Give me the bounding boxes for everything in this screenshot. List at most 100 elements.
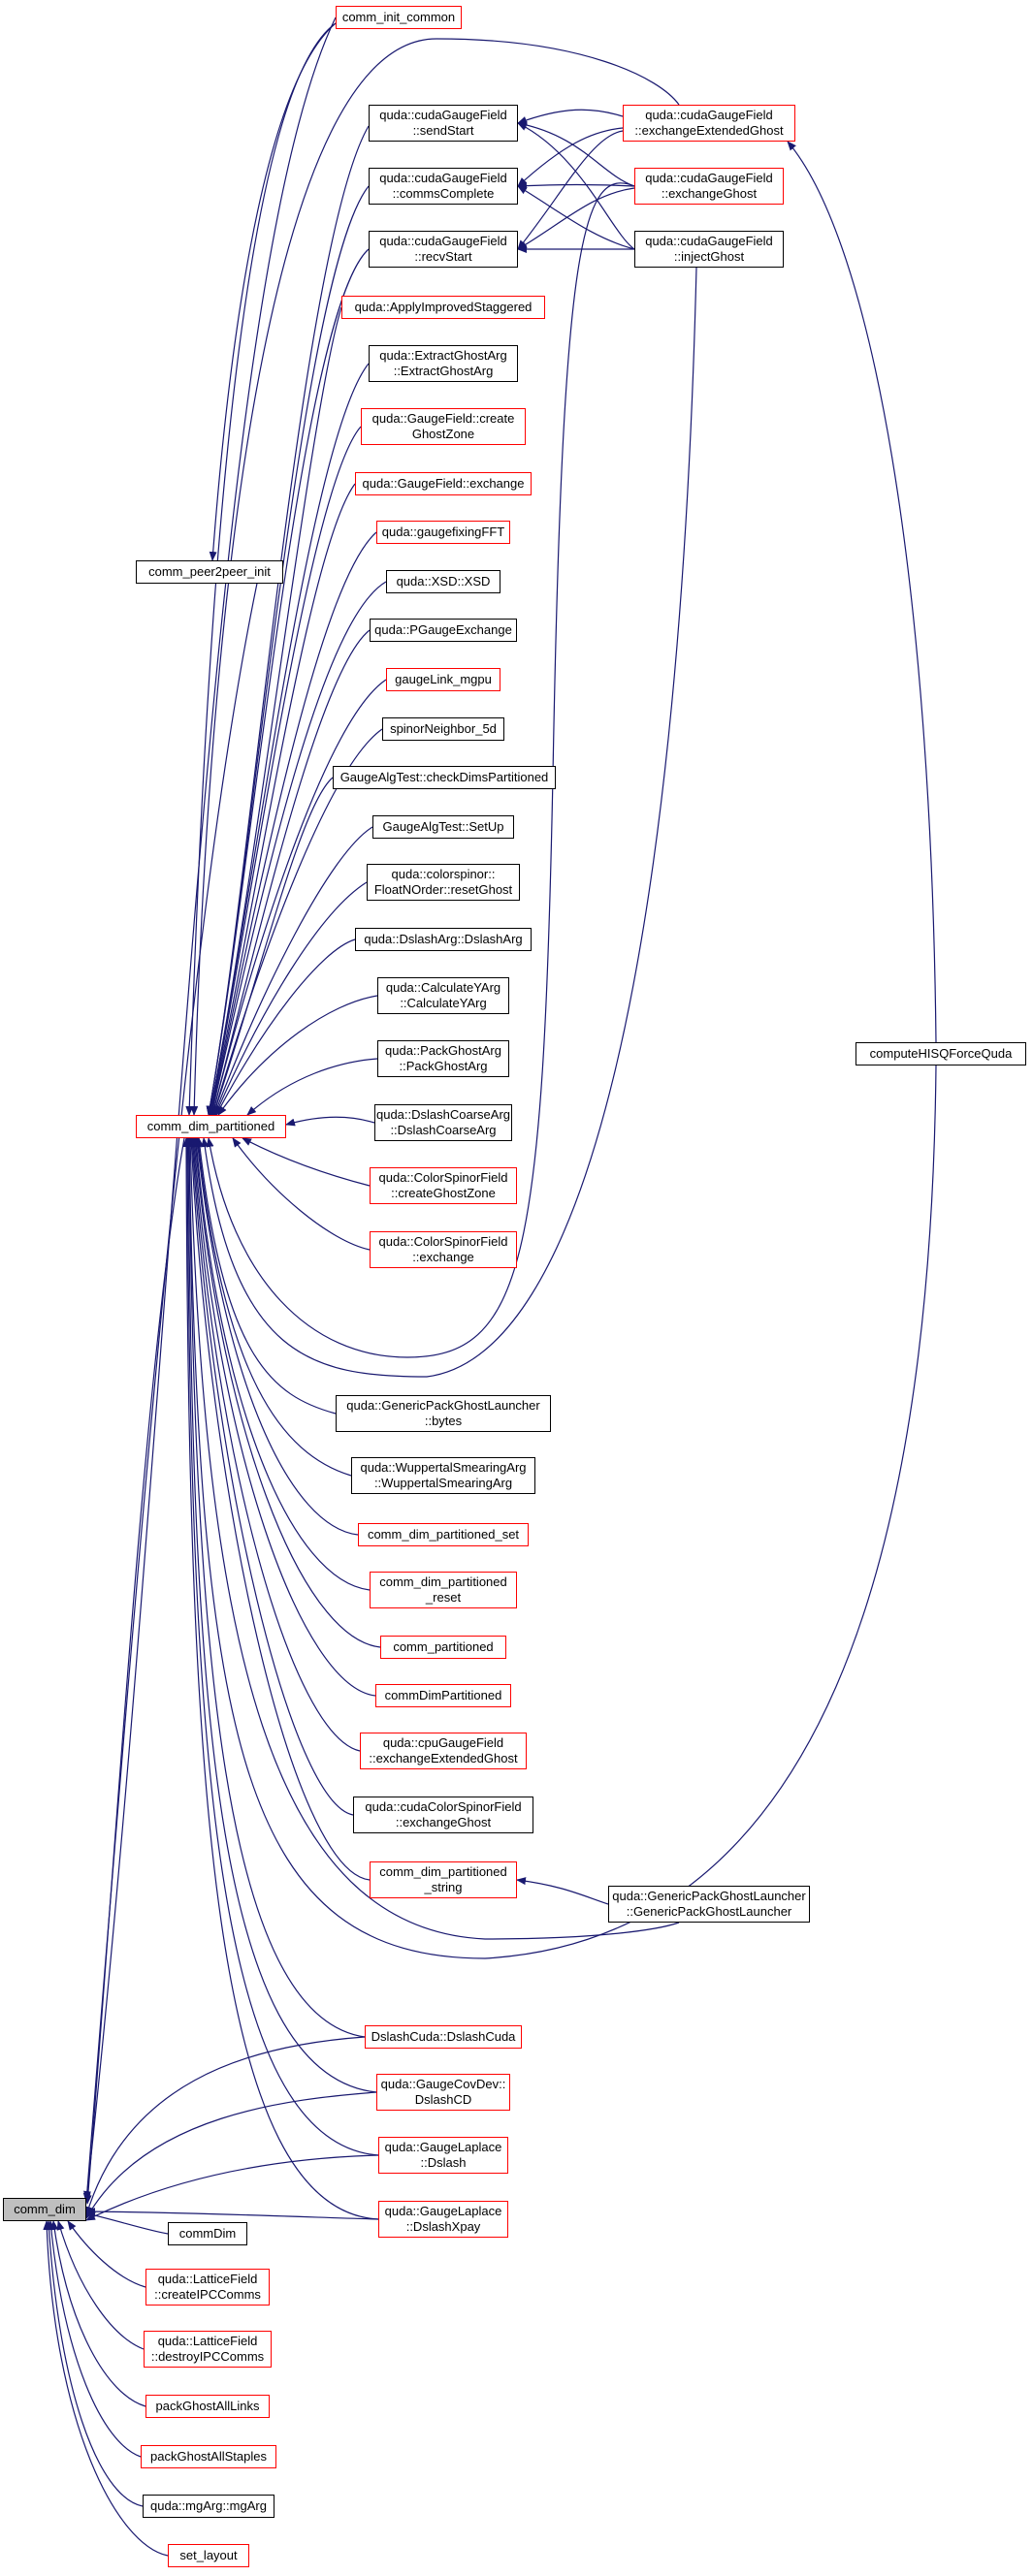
node-commdim[interactable]: commDim: [168, 2222, 247, 2245]
node-label: GaugeAlgTest::SetUp: [382, 819, 504, 834]
edge-comm-init-common-to-comm-dim: [83, 16, 337, 2201]
edge-dslashcuda-to-cdp: [185, 1137, 366, 2038]
node-label-line-2: _string: [424, 1880, 463, 1894]
edge-gpgl-ctor-to-cdpstring: [516, 1877, 609, 1905]
edge-gf-exchange-to-cdp: [208, 483, 356, 1116]
node-cudacolorspinorfield-exchangeghost[interactable]: quda::cudaColorSpinorField ::exchangeGho…: [353, 1797, 533, 1833]
node-extractghostarg[interactable]: quda::ExtractGhostArg ::ExtractGhostArg: [369, 345, 518, 382]
node-wuppertalsmearingarg[interactable]: quda::WuppertalSmearingArg ::WuppertalSm…: [351, 1457, 535, 1494]
node-label-line-2: ::PackGhostArg: [399, 1059, 488, 1073]
edge-injectghost-to-cdp: [201, 267, 697, 1378]
node-label-line-1: quda::cudaColorSpinorField: [365, 1799, 522, 1814]
node-label-line-2: ::exchange: [412, 1250, 474, 1264]
node-dslashcoarsearg[interactable]: quda::DslashCoarseArg ::DslashCoarseArg: [374, 1104, 512, 1141]
node-comm-init-common[interactable]: comm_init_common: [336, 6, 462, 29]
node-label-line-2: ::sendStart: [412, 123, 474, 138]
edge-exchangeextended-to-cdp: [190, 38, 680, 1116]
node-commdimpartitioned[interactable]: commDimPartitioned: [375, 1684, 511, 1707]
node-comm-dim-partitioned-reset[interactable]: comm_dim_partitioned _reset: [370, 1572, 517, 1608]
node-label-line-2: ::recvStart: [414, 249, 472, 264]
node-gaugealgtest-setup[interactable]: GaugeAlgTest::SetUp: [372, 815, 514, 839]
edge-cudagf-exchangeghost-to-cdp: [206, 182, 635, 1358]
edge-commdim-to-comm-dim: [85, 2211, 169, 2235]
node-dslasharg[interactable]: quda::DslashArg::DslashArg: [355, 928, 532, 951]
node-genericpackghostlauncher-ctor[interactable]: quda::GenericPackGhostLauncher ::Generic…: [608, 1886, 810, 1923]
node-commscomplete[interactable]: quda::cudaGaugeField ::commsComplete: [369, 168, 518, 205]
node-gaugefield-exchange[interactable]: quda::GaugeField::exchange: [355, 472, 532, 495]
node-label-line-1: quda::LatticeField: [157, 2272, 258, 2286]
node-label: quda::PGaugeExchange: [374, 622, 512, 637]
edge-gpgl-bytes-to-cdp: [196, 1137, 337, 1415]
node-label-line-1: quda::WuppertalSmearingArg: [360, 1460, 527, 1475]
edge-wuppertal-to-cdp: [194, 1137, 352, 1477]
node-cudagaugefield-exchangeghost[interactable]: quda::cudaGaugeField ::exchangeGhost: [634, 168, 784, 205]
edge-calculateyarg-to-cdp: [217, 995, 378, 1116]
node-createipccomms[interactable]: quda::LatticeField ::createIPCComms: [145, 2269, 270, 2306]
node-cudagaugefield-injectghost[interactable]: quda::cudaGaugeField ::injectGhost: [634, 231, 784, 268]
node-gaugefixingfft[interactable]: quda::gaugefixingFFT: [376, 521, 510, 544]
node-calculateyarg[interactable]: quda::CalculateYArg ::CalculateYArg: [377, 977, 509, 1014]
node-sendstart[interactable]: quda::cudaGaugeField ::sendStart: [369, 105, 518, 142]
edge-exchangeghost-to-recvstart: [517, 187, 635, 250]
node-label-line-2: ::exchangeExtendedGhost: [634, 123, 784, 138]
node-gaugelink-mgpu[interactable]: gaugeLink_mgpu: [386, 668, 500, 691]
node-colorspinorfield-createghostzone[interactable]: quda::ColorSpinorField ::createGhostZone: [370, 1167, 517, 1204]
node-label-line-1: quda::GaugeLaplace: [384, 2140, 502, 2154]
node-label-line-2: ::exchangeGhost: [395, 1815, 492, 1829]
node-label-line-1: quda::cudaGaugeField: [379, 234, 507, 248]
node-applyimprovedstaggered[interactable]: quda::ApplyImprovedStaggered: [341, 296, 545, 319]
node-comm-partitioned[interactable]: comm_partitioned: [380, 1636, 506, 1659]
node-mgarg[interactable]: quda::mgArg::mgArg: [143, 2495, 274, 2518]
edge-cdpset-to-cdp: [193, 1137, 359, 1536]
node-destroyipccomms[interactable]: quda::LatticeField ::destroyIPCComms: [144, 2331, 272, 2368]
node-label-line-2: ::createIPCComms: [154, 2287, 261, 2302]
node-label: comm_init_common: [341, 10, 456, 24]
edge-exchangeextended-to-recvstart: [517, 130, 624, 250]
node-label-line-2: FloatNOrder::resetGhost: [373, 882, 513, 897]
edge-packghostarg-to-cdp: [246, 1058, 378, 1116]
node-gaugecovdev-dslashcd[interactable]: quda::GaugeCovDev:: DslashCD: [376, 2074, 510, 2111]
node-gaugefield-createghostzone[interactable]: quda::GaugeField::create GhostZone: [361, 408, 526, 445]
node-recvstart[interactable]: quda::cudaGaugeField ::recvStart: [369, 231, 518, 268]
node-colorspinorfield-exchange[interactable]: quda::ColorSpinorField ::exchange: [370, 1231, 517, 1268]
node-comm-peer2peer-init[interactable]: comm_peer2peer_init: [136, 560, 283, 584]
node-label-line-1: quda::ColorSpinorField: [378, 1234, 508, 1249]
node-set-layout[interactable]: set_layout: [168, 2544, 249, 2567]
node-computehisqforcequda[interactable]: computeHISQForceQuda: [855, 1042, 1026, 1065]
node-resetghost[interactable]: quda::colorspinor:: FloatNOrder::resetGh…: [367, 864, 520, 901]
edge-setlayout-to-comm-dim: [43, 2220, 169, 2557]
node-label-line-1: quda::GaugeCovDev::: [380, 2077, 506, 2091]
node-packghostallstaples[interactable]: packGhostAllStaples: [141, 2445, 276, 2468]
node-label-line-2: ::GenericPackGhostLauncher: [626, 1904, 792, 1919]
node-label-line-1: quda::GaugeField::create: [371, 411, 515, 426]
node-spinorneighbor-5d[interactable]: spinorNeighbor_5d: [382, 717, 504, 741]
node-genericpackghostlauncher-bytes[interactable]: quda::GenericPackGhostLauncher ::bytes: [336, 1395, 551, 1432]
node-packghostalllinks[interactable]: packGhostAllLinks: [145, 2395, 270, 2418]
edge-cpuexchange-to-cdp: [189, 1137, 361, 1752]
node-comm-dim-partitioned-set[interactable]: comm_dim_partitioned_set: [358, 1523, 529, 1546]
node-cudagaugefield-exchangeextendedghost[interactable]: quda::cudaGaugeField ::exchangeExtendedG…: [623, 105, 795, 142]
node-label: commDimPartitioned: [384, 1688, 502, 1702]
edge-exchangeextended-to-sendstart: [517, 109, 624, 124]
edge-gf-createghostzone-to-cdp: [208, 426, 362, 1116]
node-cpugaugefield-exchangeextendedghost[interactable]: quda::cpuGaugeField ::exchangeExtendedGh…: [360, 1733, 527, 1769]
edge-cdpreset-to-cdp: [192, 1137, 371, 1591]
node-label-line-1: comm_dim_partitioned: [379, 1574, 507, 1589]
node-label: comm_dim: [14, 2202, 76, 2216]
node-dslashcuda[interactable]: DslashCuda::DslashCuda: [365, 2025, 522, 2049]
node-gaugelaplace-dslash[interactable]: quda::GaugeLaplace ::Dslash: [378, 2137, 508, 2174]
edge-destroyipc-to-comm-dim: [56, 2220, 145, 2350]
node-pgaugeexchange[interactable]: quda::PGaugeExchange: [370, 619, 517, 642]
node-comm-dim[interactable]: comm_dim: [3, 2198, 86, 2221]
node-label-line-2: ::commsComplete: [392, 186, 495, 201]
node-gaugelaplace-dslashxpay[interactable]: quda::GaugeLaplace ::DslashXpay: [378, 2201, 508, 2238]
node-checkdimspartitioned[interactable]: GaugeAlgTest::checkDimsPartitioned: [333, 766, 556, 789]
node-comm-dim-partitioned-string[interactable]: comm_dim_partitioned _string: [370, 1861, 517, 1898]
node-comm-dim-partitioned[interactable]: comm_dim_partitioned: [136, 1115, 286, 1138]
node-label-line-1: quda::PackGhostArg: [385, 1043, 501, 1058]
node-xsd[interactable]: quda::XSD::XSD: [386, 570, 500, 593]
edge-checkdims-to-cdp: [212, 777, 334, 1116]
edge-mgarg-to-comm-dim: [45, 2220, 144, 2507]
node-packghostarg[interactable]: quda::PackGhostArg ::PackGhostArg: [377, 1040, 509, 1077]
